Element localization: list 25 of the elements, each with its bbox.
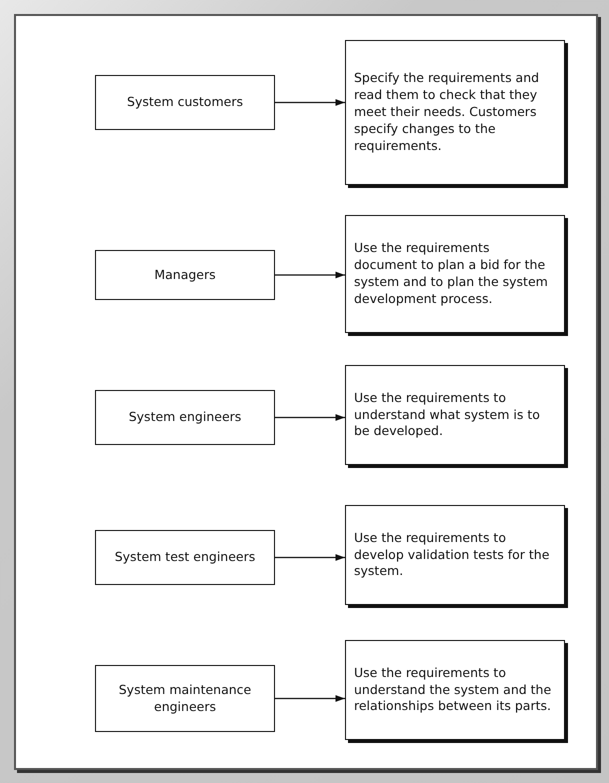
description-box (345, 505, 565, 605)
arrow (275, 99, 345, 106)
role-box (95, 665, 275, 732)
role-box (95, 390, 275, 445)
node-text: Use the requirements to develop validation tests for the system. (354, 530, 550, 580)
node-text: Use the requirements to understand what system is to be developed. (354, 390, 541, 440)
node-text: Managers (154, 266, 216, 284)
arrow (275, 695, 345, 702)
node-text: Specify the requirements and read them to check that they meet their needs. Customers specify changes to the requirements. (354, 70, 540, 155)
role-box (95, 530, 275, 585)
node-text: Use the requirements to understand the system and the relationships between its parts. (354, 664, 552, 716)
role-box (95, 75, 275, 130)
node-text: System customers (127, 94, 243, 111)
node-text: System maintenance engineers (118, 682, 252, 716)
description-box (345, 40, 565, 185)
node-text: System engineers (128, 409, 242, 426)
description-box (345, 215, 565, 333)
node-text: Use the requirements document to plan a bid for the system and to plan the system development process. (354, 240, 549, 308)
arrow (275, 554, 345, 561)
arrow (275, 414, 345, 421)
node-text: System test engineers (114, 549, 256, 566)
role-box (95, 250, 275, 300)
description-box (345, 365, 565, 465)
arrow (275, 272, 345, 278)
description-box (345, 640, 565, 740)
